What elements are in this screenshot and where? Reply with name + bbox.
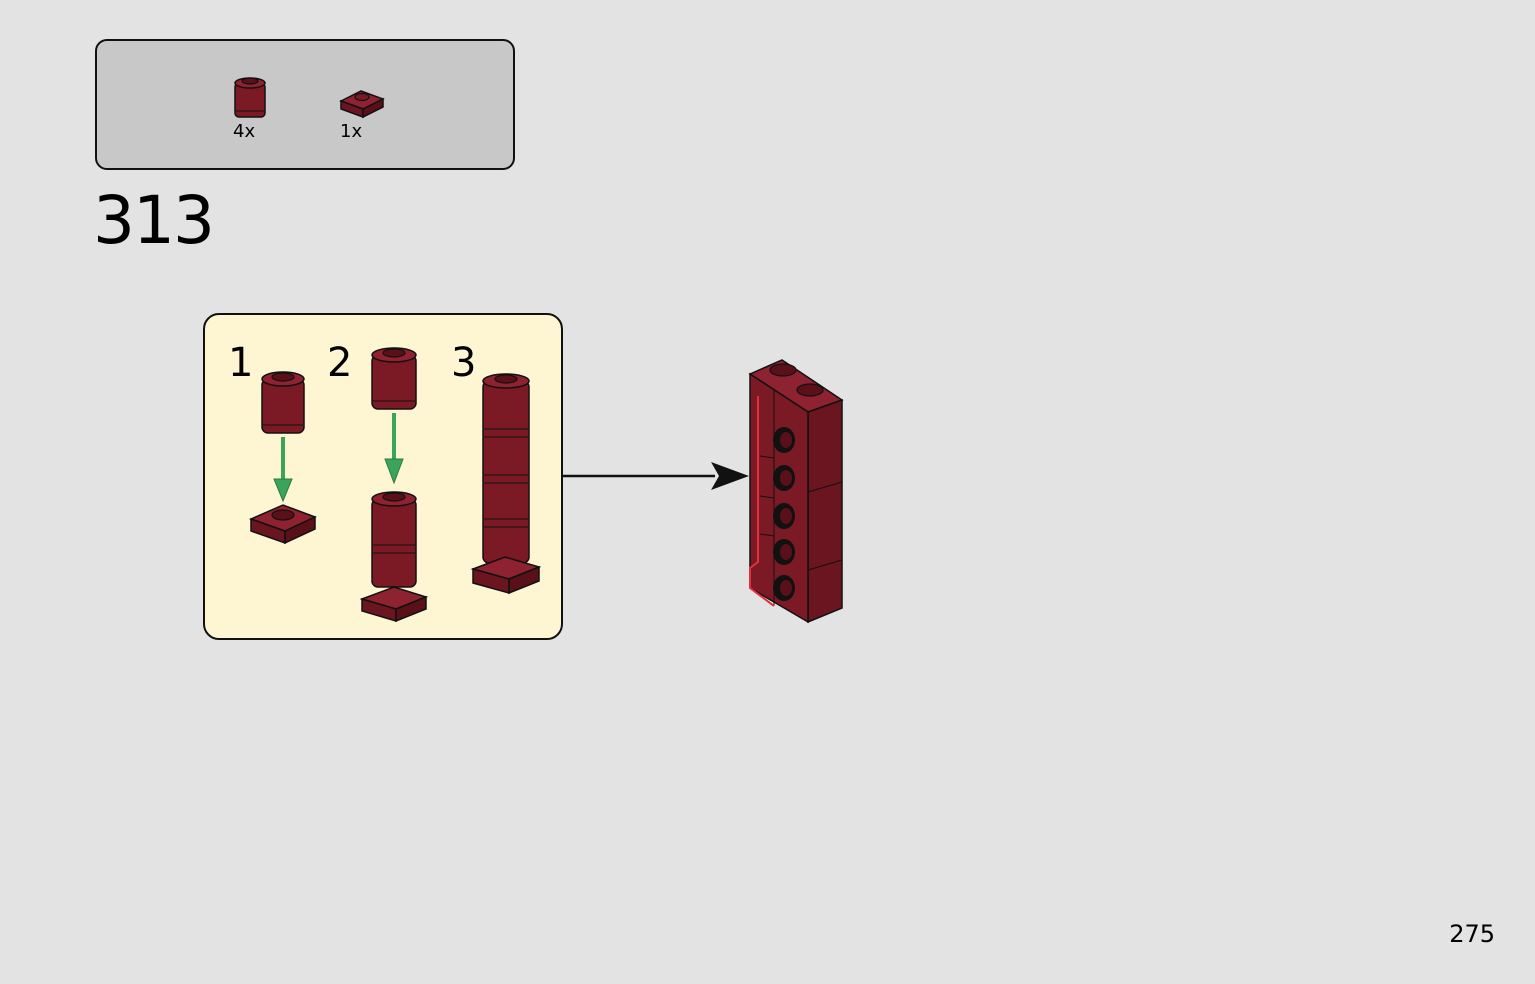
- substep-2-number: 2: [327, 340, 353, 386]
- substep-3-number: 3: [451, 340, 477, 386]
- page-number: 275: [1449, 920, 1495, 948]
- substep-3-illustration: [470, 373, 542, 595]
- plate-icon: [339, 90, 385, 119]
- substep-callout: 1 2 3: [203, 313, 563, 640]
- substep-1-number: 1: [228, 340, 254, 386]
- step-number: 313: [93, 182, 215, 259]
- round-brick-icon: [234, 77, 266, 118]
- substep-1-illustration: [248, 371, 317, 545]
- result-arrow: [563, 462, 749, 490]
- result-assembly-illustration: [748, 359, 844, 624]
- parts-callout: 4x 1x: [95, 39, 515, 170]
- part-qty-round-brick: 4x: [233, 121, 256, 142]
- substep-2-illustration: [359, 347, 429, 623]
- part-qty-plate: 1x: [340, 121, 363, 142]
